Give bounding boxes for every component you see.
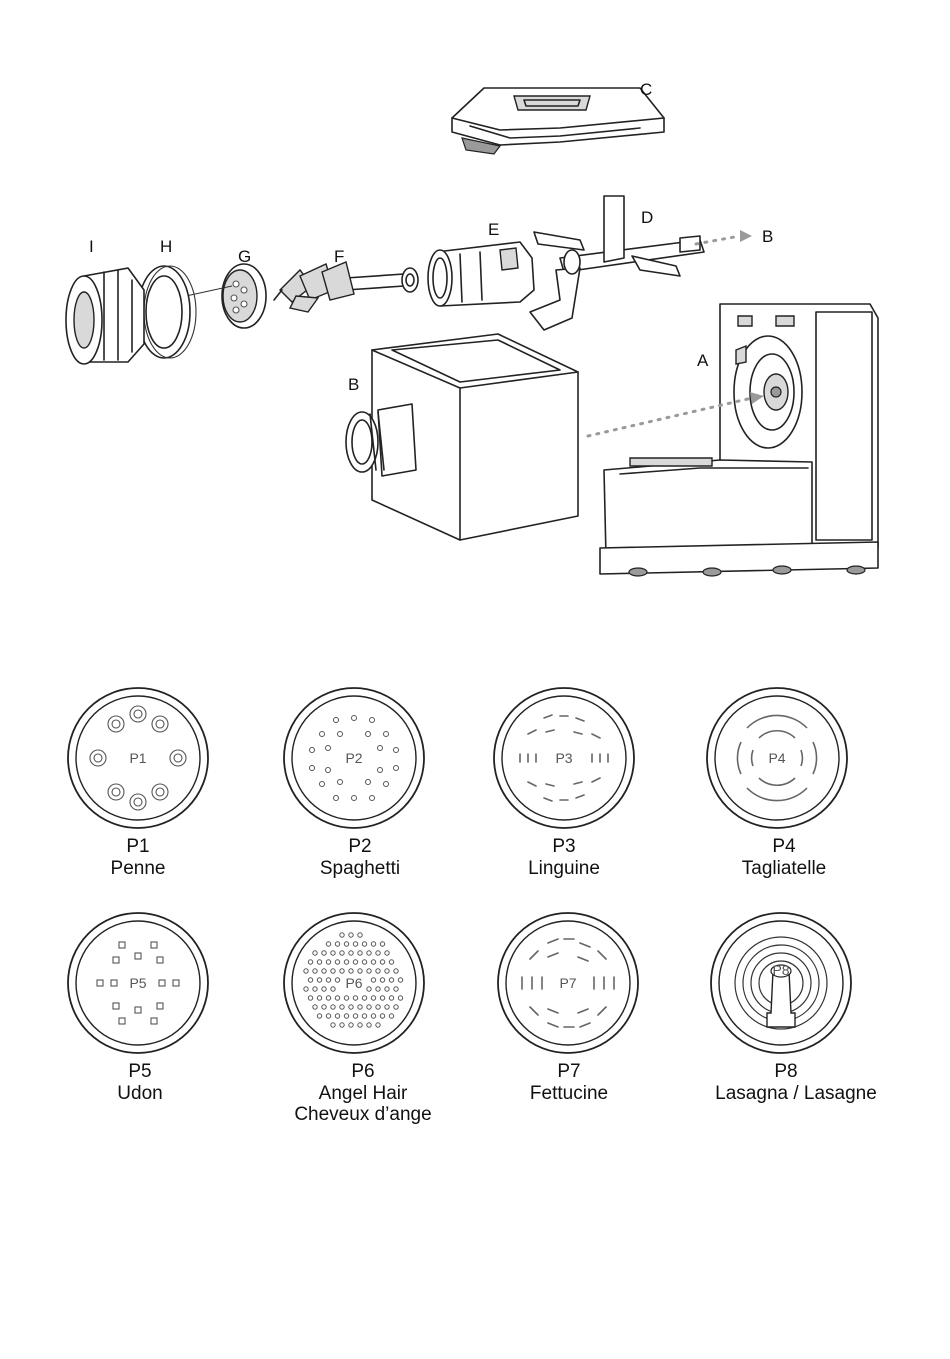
label-b-tray: B	[348, 375, 359, 394]
guide-line-to-b	[696, 236, 740, 244]
motor-base-part-a	[600, 304, 878, 576]
disc-p7: P7	[498, 913, 638, 1053]
label-a: A	[697, 351, 709, 370]
die-disc-part-g	[222, 264, 266, 328]
label-i: I	[89, 237, 94, 256]
disc-p5-code: P5	[128, 1061, 151, 1082]
disc-p8-code: P8	[774, 1061, 797, 1082]
disc-p5: P5	[68, 913, 208, 1053]
disc-p1: P1	[68, 688, 208, 828]
label-d: D	[641, 208, 653, 227]
disc-p2-inner-label: P2	[345, 750, 362, 766]
disc-p3-code: P3	[552, 836, 575, 857]
label-h: H	[160, 237, 172, 256]
label-g: G	[238, 247, 251, 266]
disc-p3-name: Linguine	[528, 858, 600, 879]
disc-p6-name: Angel Hair	[319, 1083, 408, 1104]
label-e: E	[488, 220, 499, 239]
disc-p8-inner-label: P8	[772, 962, 789, 978]
disc-p8: P8	[711, 913, 851, 1053]
auger-housing-part-e	[428, 242, 534, 306]
label-b-arrow: B	[762, 227, 773, 246]
auger-screw-part-f	[274, 262, 418, 312]
disc-p7-name: Fettucine	[530, 1083, 608, 1104]
disc-p3-inner-label: P3	[555, 750, 572, 766]
guide-arrow-b	[740, 230, 752, 242]
disc-p5-inner-label: P5	[129, 975, 146, 991]
disc-p2: P2	[284, 688, 424, 828]
disc-p8-name: Lasagna / Lasagne	[715, 1083, 877, 1104]
disc-p4-code: P4	[772, 836, 796, 857]
disc-p2-code: P2	[348, 836, 371, 857]
disc-p1-inner-label: P1	[129, 750, 146, 766]
disc-p7-inner-label: P7	[559, 975, 576, 991]
disc-p4-inner-label: P4	[768, 750, 785, 766]
disc-p5-name: Udon	[117, 1083, 162, 1104]
mixing-shaft-part-d	[530, 196, 704, 330]
label-f: F	[334, 247, 344, 266]
disc-p6-code: P6	[351, 1061, 374, 1082]
disc-p6-inner-label: P6	[345, 975, 362, 991]
nut-part-i	[66, 268, 144, 364]
ring-part-h	[138, 266, 232, 358]
disc-p6-name-fr: Cheveux d’ange	[294, 1104, 431, 1125]
lid-part-c	[452, 88, 664, 154]
disc-p4-name: Tagliatelle	[742, 858, 827, 879]
disc-p7-code: P7	[557, 1061, 580, 1082]
disc-p2-name: Spaghetti	[320, 858, 400, 879]
disc-p6: P6	[284, 913, 424, 1053]
disc-p3: P3	[494, 688, 634, 828]
disc-p4: P4	[707, 688, 847, 828]
label-c: C	[640, 80, 652, 99]
mixing-tray-part-b	[346, 334, 578, 540]
disc-p1-name: Penne	[111, 858, 166, 879]
disc-p1-code: P1	[126, 836, 149, 857]
